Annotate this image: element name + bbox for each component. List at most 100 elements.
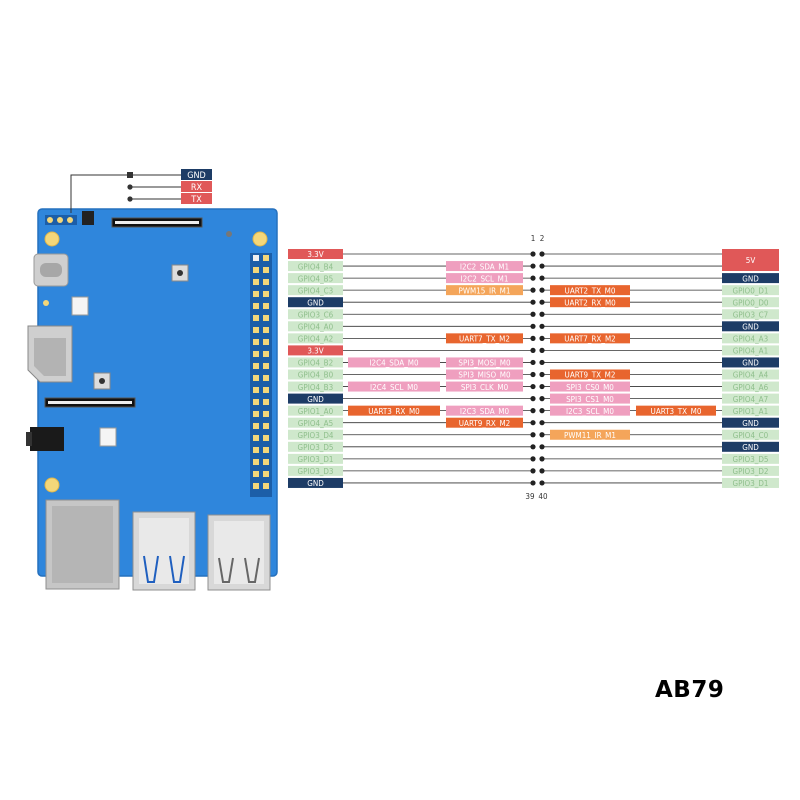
pin-label-box-right: [722, 333, 779, 344]
header-pin: [263, 279, 269, 285]
header-pin: [263, 411, 269, 417]
fan-connector: [71, 296, 89, 316]
pin-label-right: GPIO4_C0: [733, 431, 769, 440]
pin-label-box-r1: [550, 285, 630, 296]
pin-label-left: GPIO3_C6: [298, 310, 334, 319]
pin-label-box-right: [722, 309, 779, 320]
pin-label-left: GPIO3_D1: [298, 455, 334, 464]
pin-dot-even: [539, 383, 545, 390]
debug-gnd-label: GND: [187, 171, 206, 181]
pin-label-box-r1: [550, 369, 630, 380]
pin-label-left: GPIO4_A2: [298, 335, 333, 344]
pin-label-box-l2: [348, 381, 440, 392]
pin-label-box-l1: [446, 381, 523, 392]
pin-dot-even: [539, 371, 545, 378]
pin-label-box-left: [288, 357, 343, 368]
pin-label-l1: I2C3_SDA_M0: [460, 407, 510, 416]
button-cap: [177, 270, 183, 276]
header-pin: [253, 315, 259, 321]
pin-label-box-left: [288, 309, 343, 320]
pin-label-box-left: [288, 405, 343, 416]
pin-dot-even: [539, 456, 545, 462]
pin-label-box-right: [722, 369, 779, 380]
pin-label-box-left: [288, 477, 343, 488]
pin-label-r1: UART2_TX_M0: [565, 286, 616, 295]
header-pin: [253, 411, 259, 417]
header-pin: [253, 387, 259, 393]
pin-dot-odd: [530, 371, 536, 378]
pin-label-box-right: [722, 429, 779, 440]
pin-dot-even: [539, 480, 545, 486]
pin-label-l2: UART3_RX_M0: [368, 407, 420, 416]
pin-label-box-left: [288, 417, 343, 428]
debug-rx-label: RX: [191, 183, 203, 193]
pin-label-l2: I2C4_SCL_M0: [370, 383, 418, 392]
debug-rx-box: [181, 181, 212, 192]
pin-label-box-r2: [636, 405, 716, 416]
pin-dot-odd: [530, 444, 536, 450]
header-pin: [253, 459, 259, 465]
pin-dot-odd: [530, 456, 536, 462]
top-fpc-slot: [115, 221, 199, 224]
header-pin: [263, 339, 269, 345]
pin-label-box-l1: [446, 273, 523, 284]
debug-tx-box: [181, 193, 212, 204]
usb3-tongue: [143, 555, 185, 583]
pin-label-left: GND: [307, 298, 324, 307]
pin-dot-odd: [530, 287, 536, 293]
pin-dot-odd: [530, 275, 536, 281]
pin-dot-even: [539, 275, 545, 281]
mic-connector: [99, 427, 117, 447]
pin-label-box-left: [288, 441, 343, 452]
debug-pad: [57, 217, 63, 223]
header-pin: [263, 459, 269, 465]
pin-label-l1: SPI3_CLK_M0: [461, 383, 509, 392]
header-pin: [253, 447, 259, 453]
mount-hole: [44, 231, 60, 247]
audio-jack: [30, 427, 64, 451]
header-pin: [263, 423, 269, 429]
mount-hole: [252, 231, 268, 247]
pin-dot-even: [539, 444, 545, 450]
pin-label-left: 3.3V: [307, 347, 323, 356]
pin-label-box-left: [288, 369, 343, 380]
pin-label-box-right: [722, 405, 779, 416]
pin-label-left: 3.3V: [307, 250, 323, 259]
pin-label-r1: UART2_RX_M0: [564, 298, 616, 307]
pin-label-box-right: [722, 249, 779, 271]
pin-label-left: GPIO3_D3: [298, 467, 334, 476]
pin-dot-even: [539, 287, 545, 293]
pin-label-box-left: [288, 333, 343, 344]
pin-row: 3.3V GPIO4_A1: [288, 345, 779, 356]
pin-dot-even: [539, 323, 545, 329]
pin-dot-even: [539, 396, 545, 402]
usb2-tongue: [218, 557, 260, 583]
pin-label-box-r1: [550, 333, 630, 344]
pin-label-box-r1: [550, 393, 630, 404]
pin-label-box-right: [722, 441, 779, 452]
pin-label-r1: UART7_RX_M2: [564, 335, 616, 344]
led: [226, 231, 232, 237]
pin-label-right: GPIO0_D1: [733, 286, 769, 295]
pin-dot-odd: [530, 335, 536, 341]
pin-label-box-right: [722, 477, 779, 488]
pin-dot-even: [539, 335, 545, 341]
mount-hole: [44, 477, 60, 493]
pin-label-box-l1: [446, 285, 523, 296]
pin-label-right: GND: [742, 443, 759, 452]
board: [26, 208, 278, 591]
pin-dot-odd: [530, 480, 536, 486]
pin-dot-even: [539, 251, 545, 257]
pin-label-right: GPIO3_D1: [733, 479, 769, 488]
pin-label-right: GPIO4_A7: [733, 395, 768, 404]
pin-dot-odd: [530, 251, 536, 257]
header-pin: [253, 267, 259, 273]
pin-label-right: GPIO4_A1: [733, 347, 768, 356]
pin-dot-even: [539, 347, 545, 353]
pin-label-box-left: [288, 429, 343, 440]
